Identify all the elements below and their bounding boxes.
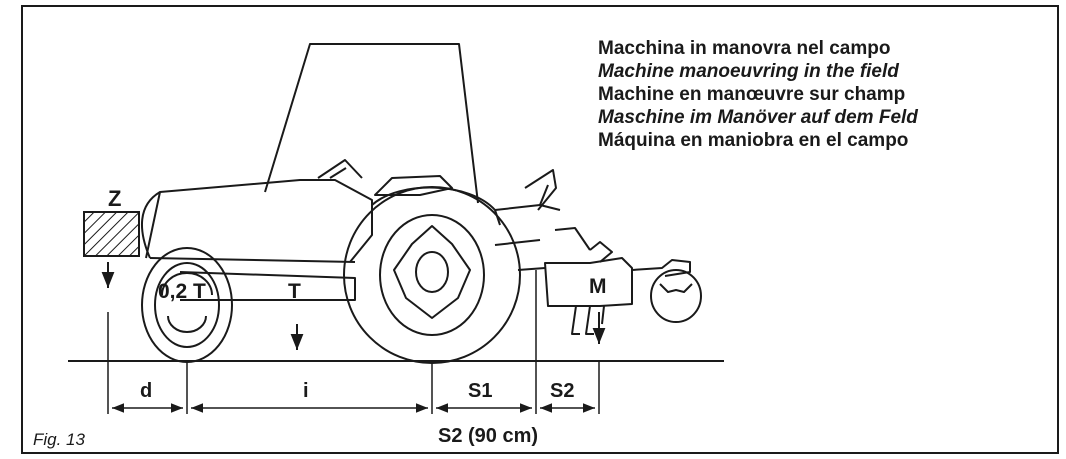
caption-french: Machine en manœuvre sur champ xyxy=(598,84,906,105)
caption-english: Machine manoeuvring in the field xyxy=(598,61,899,82)
label-s2-total: S2 (90 cm) xyxy=(438,425,539,447)
label-s2: S2 xyxy=(550,380,575,402)
caption-spanish: Máquina en maniobra en el campo xyxy=(598,130,909,151)
caption-italian: Macchina in manovra nel campo xyxy=(598,38,891,59)
label-i: i xyxy=(303,380,309,402)
dimension-lines xyxy=(107,270,600,414)
label-front-load: 0,2 T xyxy=(158,280,206,303)
label-t: T xyxy=(288,280,301,303)
packer-roller xyxy=(650,269,702,323)
figure-label: Fig. 13 xyxy=(33,430,85,449)
label-d: d xyxy=(140,380,153,402)
label-s1: S1 xyxy=(468,380,493,402)
label-z: Z xyxy=(108,186,122,211)
caption-german: Maschine im Manöver auf dem Feld xyxy=(598,107,918,128)
implement-body xyxy=(544,257,633,307)
label-m: M xyxy=(589,275,607,298)
ballast-weight xyxy=(83,211,140,257)
figure-frame xyxy=(21,5,1059,454)
load-arrows xyxy=(101,262,606,350)
rear-wheel xyxy=(343,186,521,364)
